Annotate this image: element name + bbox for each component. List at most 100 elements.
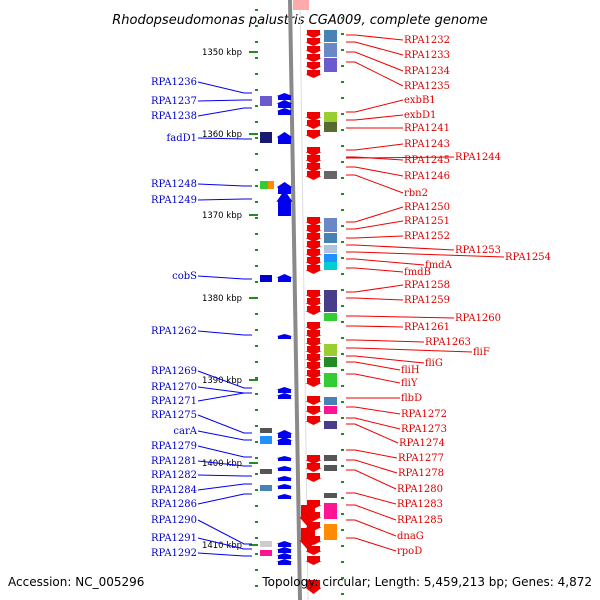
- reverse-gene-arrow: [305, 306, 322, 315]
- leader-line: [197, 537, 252, 550]
- cog-box: [324, 421, 337, 429]
- leader-line: [197, 330, 252, 336]
- reverse-gene-arrow: [305, 416, 322, 425]
- cog-box: [260, 132, 272, 143]
- leader-line: [346, 355, 425, 364]
- scale-label: 1380 kbp: [202, 294, 242, 304]
- forward-gene-arrow: [276, 466, 293, 471]
- leader-line: [346, 459, 398, 474]
- cog-box: [324, 262, 337, 270]
- cog-box: [324, 465, 337, 471]
- gene-label-reverse: exbD1: [404, 110, 436, 121]
- gene-label-reverse: RPA1235: [404, 81, 450, 92]
- gene-label-forward: RPA1291: [151, 533, 197, 544]
- gene-label-forward: RPA1282: [151, 470, 197, 481]
- gene-label-forward: fadD1: [167, 133, 197, 144]
- cog-box: [324, 503, 337, 519]
- reverse-gene-arrow: [305, 396, 322, 405]
- leader-line: [346, 174, 404, 194]
- gene-label-reverse: RPA1273: [401, 424, 447, 435]
- forward-gene-arrow: [276, 541, 293, 547]
- forward-gene-arrow: [276, 93, 293, 100]
- reverse-gene-arrow: [305, 112, 322, 121]
- reverse-gene-arrow: [305, 30, 322, 38]
- reverse-gene-arrow: [305, 155, 322, 164]
- leader-line: [346, 315, 455, 319]
- leader-line: [346, 99, 404, 113]
- cog-box: [260, 436, 272, 444]
- topology-label: Topology: circular; Length: 5,459,213 bp…: [261, 575, 592, 589]
- forward-gene-arrow: [276, 456, 293, 461]
- leader-line: [346, 325, 404, 328]
- reverse-gene-arrow: [305, 163, 322, 172]
- reverse-gene-arrow: [305, 580, 322, 594]
- leader-line: [346, 449, 398, 459]
- leader-line: [346, 504, 397, 521]
- forward-gene-arrow: [276, 484, 293, 489]
- cog-box: [260, 428, 272, 433]
- reverse-gene-arrow: [299, 528, 317, 550]
- reverse-gene-arrow: [305, 225, 322, 234]
- cog-box: [324, 455, 337, 461]
- leader-line: [346, 492, 397, 505]
- reverse-gene-arrow: [293, 0, 309, 10]
- gene-label-reverse: fmdB: [404, 267, 431, 278]
- gene-label-reverse: fliH: [401, 365, 420, 376]
- reverse-gene-arrow: [305, 354, 322, 363]
- leader-line: [197, 552, 252, 557]
- cog-box: [324, 524, 337, 540]
- forward-gene-arrow: [276, 132, 293, 144]
- leader-line: [197, 198, 252, 201]
- cog-box: [324, 245, 337, 253]
- reverse-gene-arrow: [305, 346, 322, 355]
- gene-label-forward: RPA1269: [151, 366, 197, 377]
- gene-label-forward: RPA1286: [151, 499, 197, 510]
- gene-label-reverse: fliF: [473, 347, 490, 358]
- gene-label-reverse: exbB1: [404, 95, 436, 106]
- reverse-gene-arrow: [305, 473, 322, 482]
- gene-layer: [276, 0, 322, 594]
- gene-label-reverse: RPA1246: [404, 171, 450, 182]
- leader-line: [346, 220, 404, 230]
- reverse-gene-arrow: [305, 54, 322, 62]
- cog-box: [260, 275, 272, 282]
- leader-line: [197, 474, 252, 477]
- leader-line: [346, 156, 404, 161]
- gene-label-reverse: RPA1278: [398, 468, 444, 479]
- forward-gene-arrow: [276, 437, 293, 445]
- gene-label-forward: RPA1262: [151, 326, 197, 337]
- leader-line: [197, 107, 252, 117]
- forward-gene-arrow: [276, 387, 293, 393]
- gene-label-forward: RPA1284: [151, 485, 197, 496]
- gene-label-reverse: RPA1234: [404, 66, 450, 77]
- leader-line: [197, 460, 252, 467]
- reverse-gene-arrow: [305, 370, 322, 379]
- cog-box: [260, 541, 272, 547]
- leader-line: [346, 339, 425, 343]
- cog-box: [324, 313, 337, 321]
- gene-label-forward: RPA1290: [151, 515, 197, 526]
- gene-label-forward: RPA1271: [151, 396, 197, 407]
- reverse-gene-arrow: [305, 556, 322, 565]
- cog-box: [324, 112, 337, 122]
- gene-label-forward: RPA1270: [151, 382, 197, 393]
- reverse-gene-arrow: [305, 171, 322, 180]
- cog-box: [324, 344, 337, 356]
- gene-label-reverse: fliY: [401, 378, 418, 389]
- leader-line: [346, 373, 401, 384]
- leader-line: [346, 537, 397, 552]
- reverse-gene-arrow: [305, 257, 322, 266]
- gene-label-reverse: RPA1258: [404, 280, 450, 291]
- cog-box: [324, 397, 337, 405]
- cog-box: [324, 30, 337, 42]
- leader-line: [346, 347, 473, 353]
- gene-label-reverse: RPA1259: [404, 295, 450, 306]
- forward-gene-arrow: [276, 393, 293, 399]
- gene-label-forward: RPA1281: [151, 456, 197, 467]
- cog-box: [260, 181, 272, 189]
- scale-label: 1370 kbp: [202, 211, 242, 221]
- reverse-gene-arrow: [305, 62, 322, 70]
- gene-label-reverse: RPA1252: [404, 231, 450, 242]
